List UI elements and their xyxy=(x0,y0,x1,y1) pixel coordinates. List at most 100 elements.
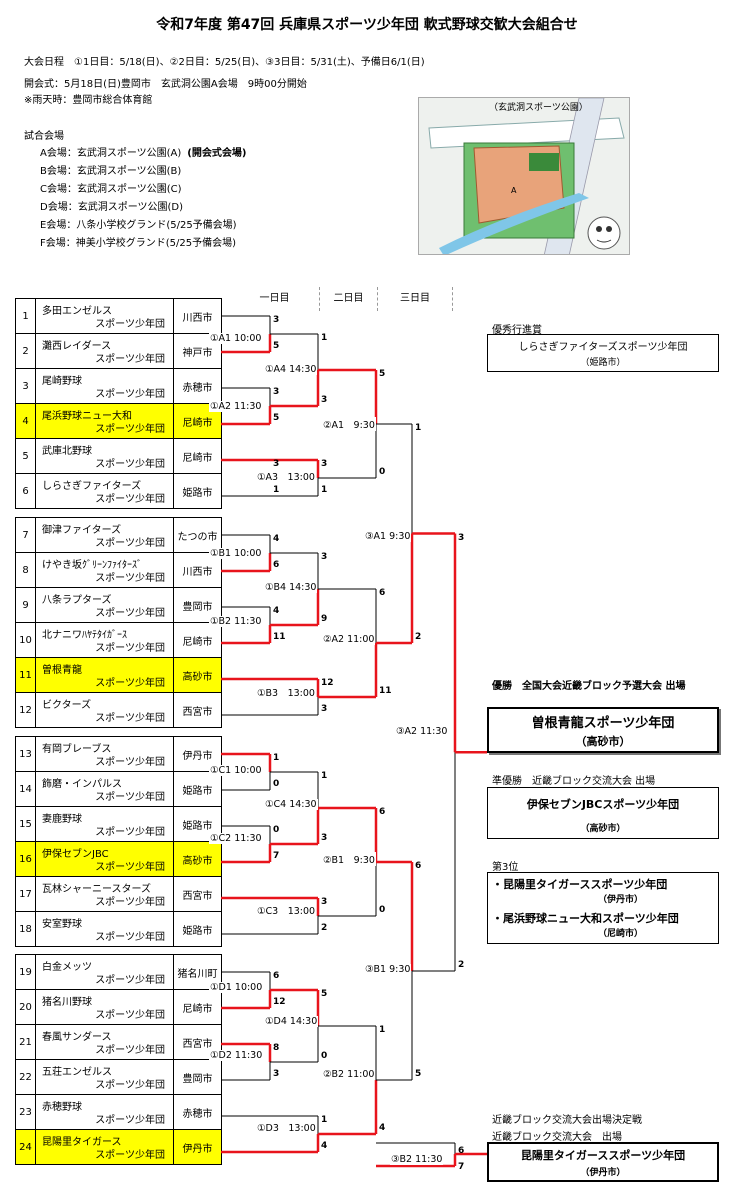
team-name: 白金メッツ xyxy=(42,962,92,973)
team-city: 猪名川町 xyxy=(173,954,222,990)
team-name-cell: 安室野球スポーツ少年団 xyxy=(35,911,174,947)
team-name-cell: 春風サンダーススポーツ少年団 xyxy=(35,1024,174,1060)
match-label: ③B2 11:30 xyxy=(390,1154,444,1165)
venue-note: (開会式会場) xyxy=(187,148,247,159)
kinki-city: （伊丹市） xyxy=(580,1168,626,1178)
team-name: 曽根青龍 xyxy=(42,665,82,676)
team-name-cell: 北ナニワﾊﾔﾃﾀｲｶﾞｰｽスポーツ少年団 xyxy=(35,622,174,658)
match-score: 3 xyxy=(321,897,328,907)
team-name: 春風サンダース xyxy=(42,1032,112,1043)
team-suffix: スポーツ少年団 xyxy=(95,757,165,768)
team-name-cell: 多田エンゼルススポーツ少年団 xyxy=(35,298,174,334)
match-label: ①B4 14:30 xyxy=(264,582,318,593)
team-name: 多田エンゼルス xyxy=(42,306,112,317)
page-title: 令和7年度 第47回 兵庫県スポーツ少年団 軟式野球交歓大会組合せ xyxy=(156,17,578,33)
team-city: 尼崎市 xyxy=(173,438,222,474)
match-score: 11 xyxy=(273,632,286,642)
team-city: 西宮市 xyxy=(173,692,222,728)
team-name-cell: 妻鹿野球スポーツ少年団 xyxy=(35,806,174,842)
match-score: 6 xyxy=(415,861,422,871)
team-city: たつの市 xyxy=(173,517,222,553)
match-score: 7 xyxy=(458,1162,465,1172)
match-score: 5 xyxy=(273,341,280,351)
team-suffix: スポーツ少年団 xyxy=(95,424,165,435)
team-name: 御津ファイターズ xyxy=(42,525,122,536)
team-suffix: スポーツ少年団 xyxy=(95,1150,165,1161)
match-score: 3 xyxy=(321,833,328,843)
match-score: 3 xyxy=(273,1069,280,1079)
team-name: 猪名川野球 xyxy=(42,997,92,1008)
match-label: ③A1 9:30 xyxy=(364,531,412,542)
team-name-cell: 瓦林シャーニースターズスポーツ少年団 xyxy=(35,876,174,912)
team-city: 姫路市 xyxy=(173,473,222,509)
award-city: （姫路市） xyxy=(580,358,626,368)
match-score: 3 xyxy=(273,387,280,397)
day-2-label: 二日目 xyxy=(320,287,378,311)
award-team: しらさぎファイターズスポーツ少年団 xyxy=(518,342,688,353)
match-score: 3 xyxy=(321,459,328,469)
winner-team: 曽根青龍スポーツ少年団 xyxy=(531,716,675,731)
winner-box: 曽根青龍スポーツ少年団 （高砂市） xyxy=(487,707,719,753)
team-suffix: スポーツ少年団 xyxy=(95,608,165,619)
third-team-2: ・尾浜野球ニュー大和スポーツ少年団 xyxy=(492,912,679,925)
team-name-cell: 赤穂野球スポーツ少年団 xyxy=(35,1094,174,1130)
team-name: 五荘エンゼルス xyxy=(42,1067,112,1078)
map-field-label: A xyxy=(511,186,517,195)
runner-team: 伊保セブンJBCスポーツ少年団 xyxy=(526,798,680,811)
match-label: ②A2 11:00 xyxy=(322,634,376,645)
match-score: 5 xyxy=(321,989,328,999)
match-score: 1 xyxy=(273,485,280,495)
match-label: ①A3 13:00 xyxy=(256,469,316,483)
team-city: 西宮市 xyxy=(173,876,222,912)
match-score: 5 xyxy=(415,1069,422,1079)
venue-text: B会場：玄武洞スポーツ公園(B) xyxy=(40,166,182,177)
team-name: ビクターズ xyxy=(42,700,92,711)
team-number: 24 xyxy=(15,1129,36,1165)
team-name-cell: ビクターズスポーツ少年団 xyxy=(35,692,174,728)
match-score: 0 xyxy=(379,905,386,915)
match-score: 4 xyxy=(379,1123,386,1133)
team-name-cell: 八条ラプターズスポーツ少年団 xyxy=(35,587,174,623)
winner-title: 優勝 全国大会近畿ブロック予選大会 出場 xyxy=(492,681,686,692)
team-suffix: スポーツ少年団 xyxy=(95,827,165,838)
team-name-cell: しらさぎファイターズスポーツ少年団 xyxy=(35,473,174,509)
match-label: ①D3 13:00 xyxy=(256,1120,317,1134)
match-label: ②B2 11:00 xyxy=(322,1069,376,1080)
team-suffix: スポーツ少年団 xyxy=(95,975,165,986)
team-suffix: スポーツ少年団 xyxy=(95,862,165,873)
team-suffix: スポーツ少年団 xyxy=(95,1010,165,1021)
team-name: 北ナニワﾊﾔﾃﾀｲｶﾞｰｽ xyxy=(42,630,127,641)
team-suffix: スポーツ少年団 xyxy=(95,897,165,908)
team-name-cell: 五荘エンゼルススポーツ少年団 xyxy=(35,1059,174,1095)
match-score: 1 xyxy=(415,423,422,433)
team-suffix: スポーツ少年団 xyxy=(95,459,165,470)
venue-text: F会場：神美小学校グランド(5/25予備会場) xyxy=(40,238,237,249)
match-score: 1 xyxy=(321,333,328,343)
match-score: 1 xyxy=(273,753,280,763)
team-name: 妻鹿野球 xyxy=(42,814,82,825)
match-label: ②B1 9:30 xyxy=(322,852,376,866)
match-score: 12 xyxy=(321,678,334,688)
team-suffix: スポーツ少年団 xyxy=(95,494,165,505)
team-number: 4 xyxy=(15,403,36,439)
match-score: 1 xyxy=(321,1115,328,1125)
team-suffix: スポーツ少年団 xyxy=(95,792,165,803)
match-label: ③B1 9:30 xyxy=(364,964,412,975)
team-name: 飾磨・インパルス xyxy=(42,779,122,790)
match-score: 6 xyxy=(273,560,280,570)
team-name-cell: 昆陽里タイガーススポーツ少年団 xyxy=(35,1129,174,1165)
team-suffix: スポーツ少年団 xyxy=(95,932,165,943)
team-name: 安室野球 xyxy=(42,919,82,930)
